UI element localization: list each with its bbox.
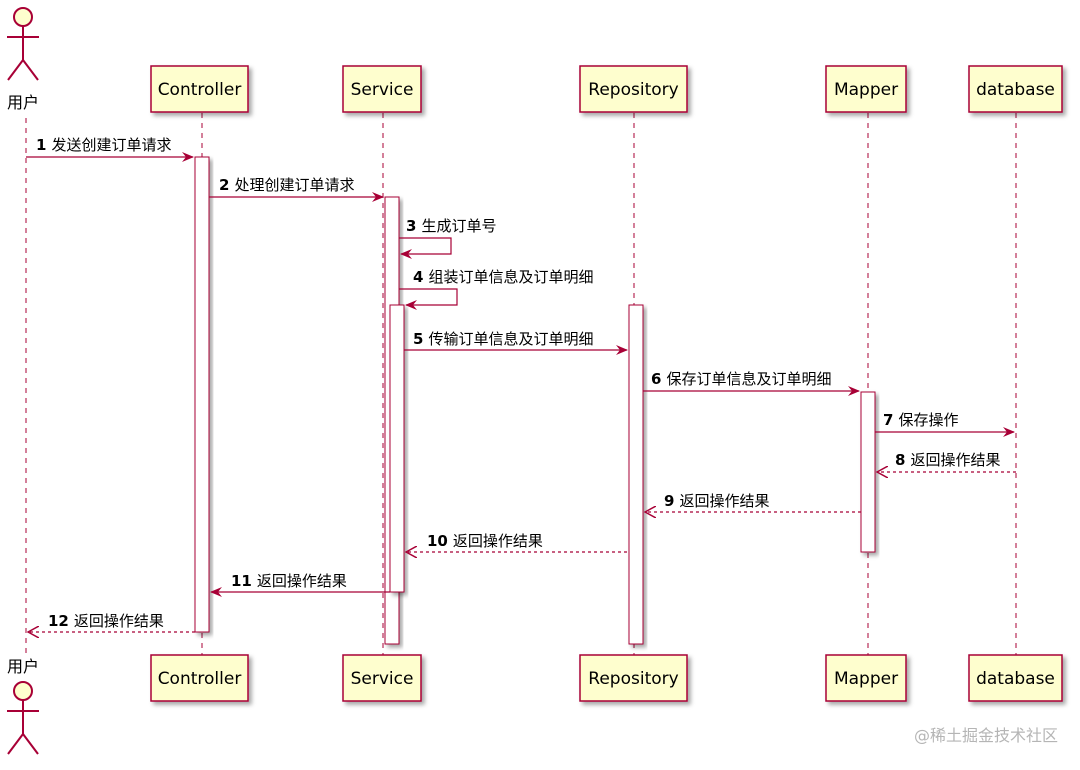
participant-mapper-bottom: Mapper <box>825 654 907 702</box>
actor-icon <box>7 7 39 81</box>
participant-label: Mapper <box>834 80 898 100</box>
activations <box>194 156 876 645</box>
participant-mapper-top: Mapper <box>825 65 907 113</box>
participant-repository-top: Repository <box>579 65 688 113</box>
participant-label: Mapper <box>834 669 898 689</box>
participant-label: Controller <box>158 669 242 689</box>
activation-repository <box>628 304 644 645</box>
participant-database-bottom: database <box>968 654 1063 702</box>
watermark: @稀土掘金技术社区 <box>914 726 1058 745</box>
participant-database-top: database <box>968 65 1063 113</box>
participant-repository-bottom: Repository <box>579 654 688 702</box>
message-arrow <box>399 237 452 259</box>
participant-service-bottom: Service <box>342 654 422 702</box>
participant-label: Service <box>351 80 414 100</box>
participants-bottom: Controller Service Repository Mapper dat… <box>150 654 1063 702</box>
participant-service-top: Service <box>342 65 422 113</box>
message-arrow <box>399 288 458 310</box>
participant-controller-top: Controller <box>150 65 249 113</box>
participant-label: Repository <box>588 669 678 689</box>
activation-controller <box>194 156 210 633</box>
activation-service-inner <box>389 304 405 593</box>
actor-label: 用户 <box>7 93 39 112</box>
participant-controller-bottom: Controller <box>150 654 249 702</box>
lifelines <box>25 113 1017 656</box>
participant-label: Controller <box>158 80 242 100</box>
participant-label: database <box>976 669 1055 689</box>
actor-icon <box>7 681 39 755</box>
participant-label: Service <box>351 669 414 689</box>
actor-label: 用户 <box>7 657 39 676</box>
participant-label: Repository <box>588 80 678 100</box>
participants-top: Controller Service Repository Mapper dat… <box>150 65 1063 113</box>
actor-user-bottom: 用户 <box>7 657 39 755</box>
participant-label: database <box>976 80 1055 100</box>
actor-user-top: 用户 <box>7 7 39 112</box>
activation-mapper <box>860 391 876 553</box>
